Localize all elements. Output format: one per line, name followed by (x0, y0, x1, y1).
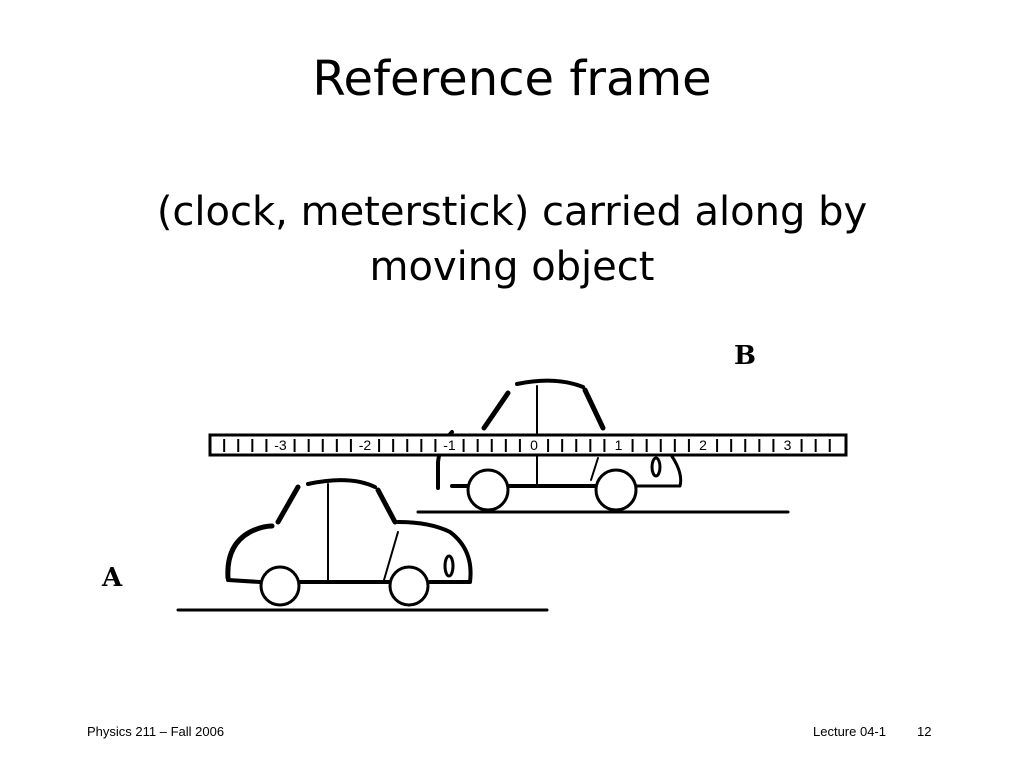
car-a-front-wheel (259, 565, 301, 607)
ruler-label: 1 (615, 437, 623, 453)
ruler-label-background (528, 437, 540, 453)
ruler-label-background (356, 437, 374, 453)
footer-course: Physics 211 – Fall 2006 (87, 724, 225, 739)
meterstick: -3 -2 -1 0 1 2 3 (208, 433, 848, 457)
ruler-label-background (613, 437, 624, 453)
ruler-label: -1 (443, 437, 456, 453)
car-a-roof (306, 478, 377, 489)
ruler-label-background (271, 437, 290, 453)
car-a-rear-wheel (388, 565, 430, 607)
ruler-label: 3 (784, 437, 792, 453)
car-b-rear-wheel (594, 468, 638, 512)
car-b-front-wheel (466, 468, 510, 512)
car-a-body (225, 523, 275, 581)
ruler-ticks (223, 439, 831, 452)
ruler-label-background (782, 437, 793, 453)
ruler-label-background (440, 437, 459, 453)
car-b-rear-window (582, 387, 606, 431)
slide-subtitle: (clock, meterstick) carried along by mov… (156, 189, 868, 290)
footer-lecture: Lecture 04-1 (813, 724, 886, 739)
car-a-windshield (275, 484, 301, 525)
car-a-rear-window (375, 487, 398, 525)
car-b-windshield (481, 390, 511, 431)
car-b-headlight (650, 456, 662, 478)
footer-page-number: 12 (917, 724, 932, 739)
ruler-labels: -3 -2 -1 0 1 2 3 (271, 437, 793, 453)
ruler-label: 2 (699, 437, 707, 453)
label-b: B (734, 341, 756, 371)
car-a (176, 478, 549, 612)
slide-title: Reference frame (312, 51, 712, 107)
label-a: A (102, 563, 123, 593)
ruler-label: 0 (530, 437, 538, 453)
car-a-headlight (443, 554, 455, 578)
car-b-roof (515, 378, 585, 389)
ruler-body (208, 433, 848, 457)
ruler-label: -3 (274, 437, 287, 453)
ruler-label-background (697, 437, 709, 453)
ruler-label: -2 (359, 437, 372, 453)
